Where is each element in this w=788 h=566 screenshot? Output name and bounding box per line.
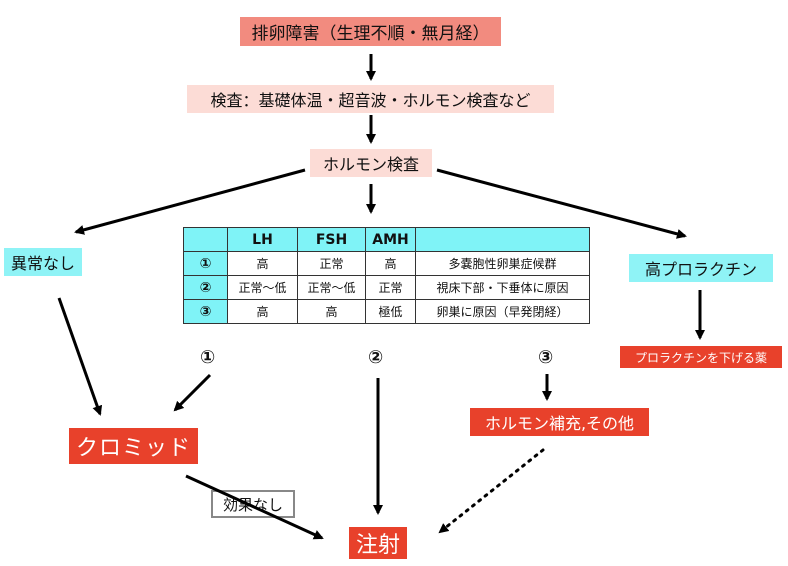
no-abnormality-label: 異常なし — [10, 254, 75, 273]
marker-3: ③ — [538, 347, 554, 368]
clomid-box: クロミッド — [69, 428, 198, 464]
ovulation-disorder-label: 排卵障害（生理不順・無月経） — [251, 24, 490, 44]
table-row: ② 正常〜低 正常〜低 正常 視床下部・下垂体に原因 — [183, 275, 590, 300]
hormone-test-box: ホルモン検査 — [310, 149, 432, 177]
table-cell: 正常 — [297, 251, 366, 276]
arrow-supplement-to-injection — [438, 448, 545, 534]
table-cell: 正常〜低 — [297, 275, 366, 300]
row-marker: ③ — [183, 299, 228, 324]
marker-1: ① — [200, 347, 216, 368]
hormone-table: LH FSH AMH ① 高 正常 高 多嚢胞性卵巣症候群 ② 正常〜低 正常〜… — [183, 227, 590, 324]
arrow-hormone-to-normal — [74, 168, 306, 235]
arrow-normal-to-clomid — [57, 297, 103, 416]
injection-box: 注射 — [349, 527, 407, 559]
table-cell: 視床下部・下垂体に原因 — [415, 275, 590, 300]
table-header-fsh: FSH — [297, 227, 366, 252]
table-cell: 卵巣に原因（早発閉経） — [415, 299, 590, 324]
table-cell: 正常〜低 — [227, 275, 298, 300]
injection-label: 注射 — [355, 533, 400, 558]
arrow-marker1-to-clomid — [173, 373, 212, 412]
exam-label: 検査：基礎体温・超音波・ホルモン検査など — [210, 91, 531, 110]
arrow-hormone-to-prolactin — [436, 168, 687, 239]
table-header-amh: AMH — [365, 227, 416, 252]
hyperprolactinemia-box: 高プロラクチン — [629, 254, 773, 282]
row-marker: ② — [183, 275, 228, 300]
hormone-supplement-box: ホルモン補充,その他 — [470, 408, 649, 436]
clomid-label: クロミッド — [75, 436, 191, 461]
prolactin-drug-label: プロラクチンを下げる薬 — [634, 350, 767, 365]
table-cell: 多嚢胞性卵巣症候群 — [415, 251, 590, 276]
table-cell: 高 — [365, 251, 416, 276]
table-row: ③ 高 高 極低 卵巣に原因（早発閉経） — [183, 299, 590, 324]
hyperprolactinemia-label: 高プロラクチン — [644, 260, 757, 279]
prolactin-drug-box: プロラクチンを下げる薬 — [620, 346, 782, 368]
table-header-cell — [183, 227, 228, 252]
table-cell: 極低 — [365, 299, 416, 324]
exam-box: 検査：基礎体温・超音波・ホルモン検査など — [187, 85, 554, 113]
hormone-test-label: ホルモン検査 — [322, 155, 419, 174]
no-abnormality-box: 異常なし — [4, 248, 82, 276]
hormone-supplement-label: ホルモン補充,その他 — [484, 414, 635, 433]
ovulation-disorder-box: 排卵障害（生理不順・無月経） — [240, 17, 501, 46]
table-cell: 高 — [297, 299, 366, 324]
table-cell: 高 — [227, 299, 298, 324]
marker-2: ② — [368, 347, 384, 368]
arrow-clomid-to-injection — [185, 474, 324, 540]
table-cell: 高 — [227, 251, 298, 276]
